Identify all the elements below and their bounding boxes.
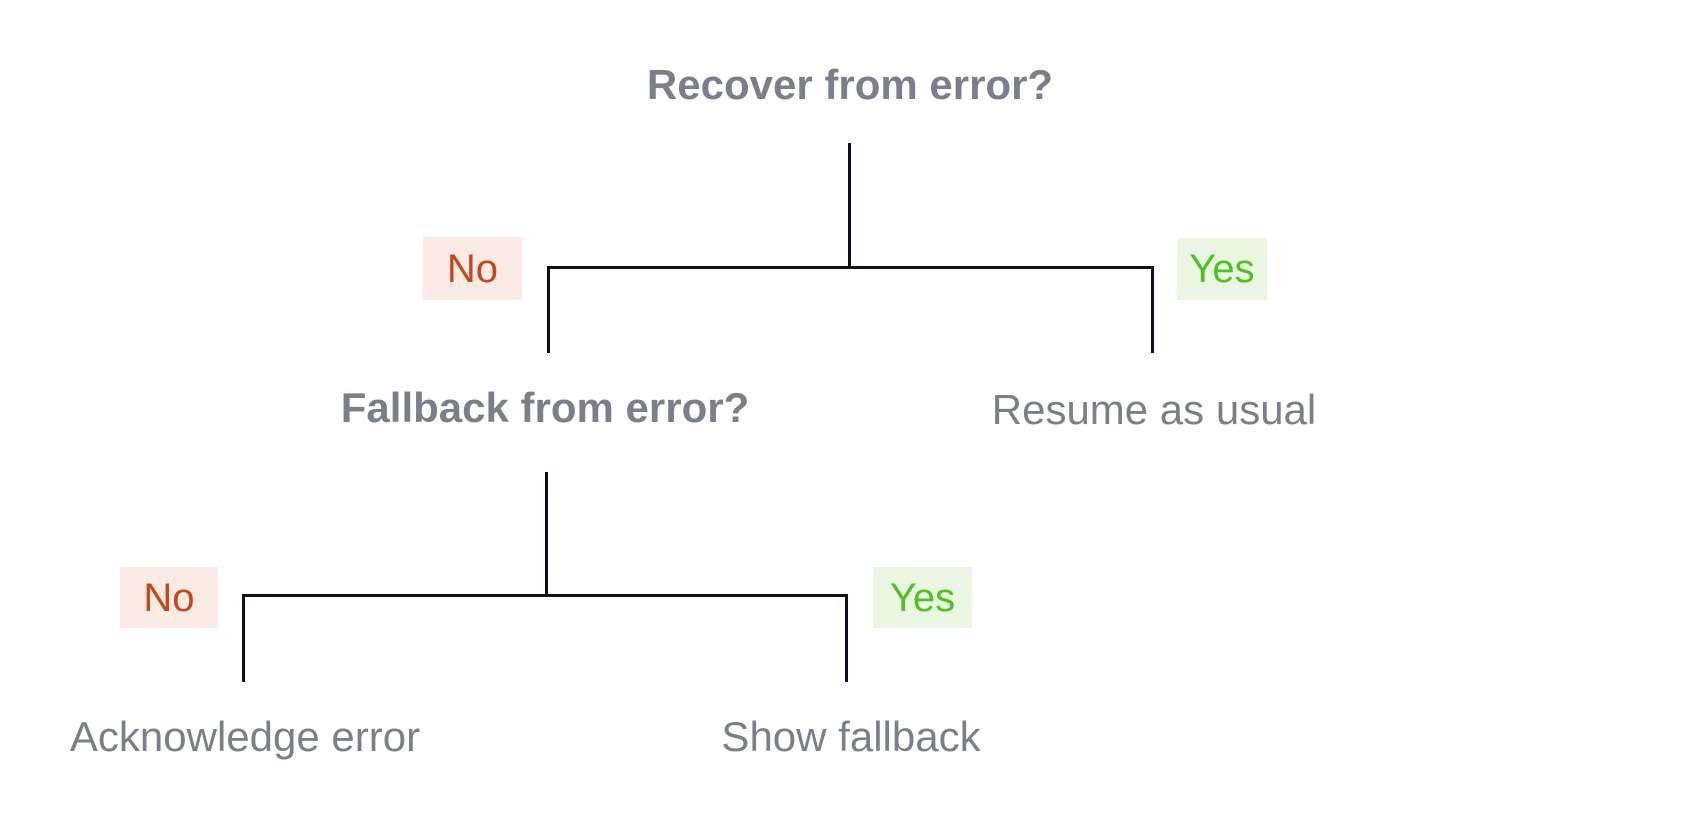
leaf-show-fallback: Show fallback [721,713,981,760]
connector-stem-level2 [545,472,548,595]
connector-bar-level2 [242,594,848,597]
connector-bar-level1 [547,266,1154,269]
yes-badge-level1: Yes [1177,238,1267,300]
yes-badge-level2: Yes [873,567,972,628]
yes-badge-level2-label: Yes [889,575,956,620]
question-fallback-from-error: Fallback from error? [340,384,750,431]
leaf-resume-as-usual: Resume as usual [991,386,1317,433]
yes-badge-level1-label: Yes [1189,247,1255,291]
connector-stem-level1 [848,143,851,267]
connector-drop-right-level1 [1151,266,1154,353]
question-recover-from-error: Recover from error? [646,61,1054,108]
no-badge-level1: No [423,237,522,300]
connector-drop-left-level1 [547,266,550,353]
no-badge-level2: No [120,567,218,628]
leaf-acknowledge-error: Acknowledge error [69,713,421,760]
connector-drop-left-level2 [242,594,245,682]
connector-drop-right-level2 [845,594,848,682]
no-badge-level1-label: No [446,246,499,291]
no-badge-level2-label: No [143,575,195,620]
